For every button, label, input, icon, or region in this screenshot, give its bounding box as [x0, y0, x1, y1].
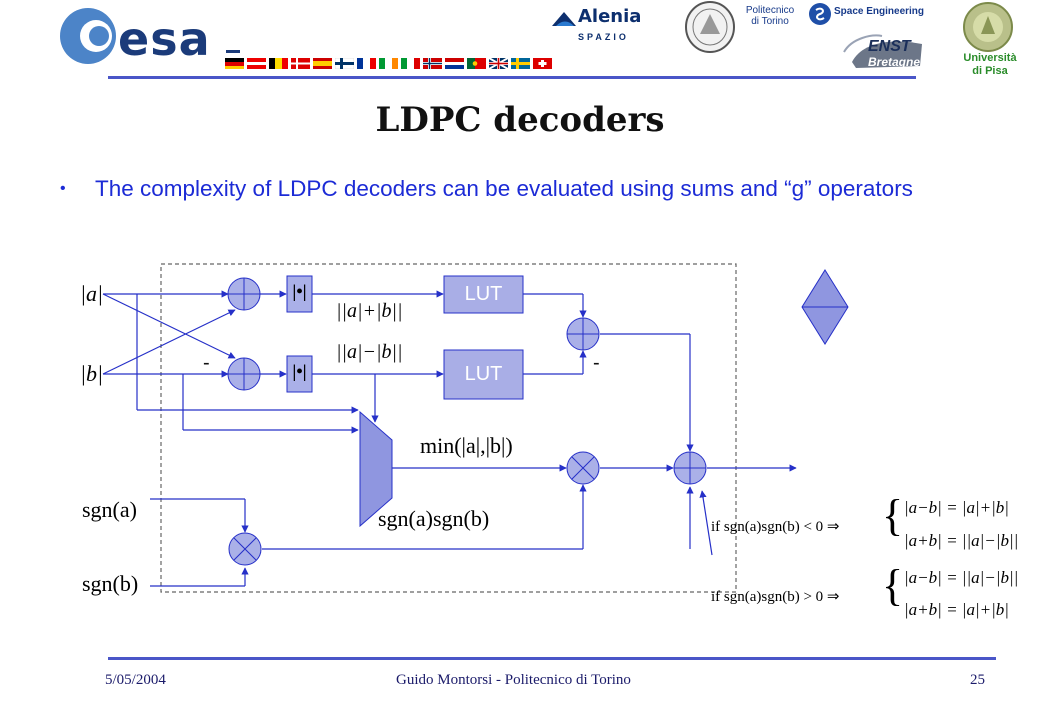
condition-positive-line-1: |a−b| = ||a|−|b|| [904, 568, 1019, 587]
flag-austria-icon [247, 58, 266, 69]
slide-title: LDPC decoders [375, 100, 665, 140]
multiplier-sign [228, 532, 262, 566]
dashed-boundary [160, 263, 737, 593]
lut-label-top: LUT [464, 283, 503, 305]
condition-positive-brace: { [882, 561, 904, 610]
footer-author: Guido Montorsi - Politecnico di Torino [396, 672, 631, 688]
esa-underline [226, 50, 240, 53]
label-abs-b: |b| [80, 361, 104, 386]
alenia-logo [552, 12, 576, 26]
member-flags [225, 58, 552, 70]
footer-divider [108, 657, 996, 660]
abs-label-bottom: |•| [292, 361, 307, 381]
flag-italy-icon [401, 58, 420, 69]
flag-ireland-icon [379, 58, 398, 69]
bullet-text: The complexity of LDPC decoders can be e… [95, 176, 913, 201]
adder-bottom [227, 357, 261, 391]
adder-lut [566, 317, 600, 351]
condition-positive-line-2: |a+b| = |a|+|b| [904, 600, 1009, 619]
footer-date: 5/05/2004 [105, 672, 166, 688]
label-abs-a: |a| [80, 281, 104, 306]
flag-uk-icon [489, 58, 508, 69]
adder-final [673, 451, 707, 485]
politecnico-seal-logo [685, 1, 735, 53]
flag-norway-icon [423, 58, 442, 69]
space-engineering-text: Space Engineering [834, 6, 925, 17]
alenia-logo-subtext: SPAZIO [578, 32, 629, 42]
condition-positive-lead: if sgn(a)sgn(b) > 0 ⇒ [711, 589, 840, 605]
label-sum-magnitude: ||a|+|b|| [336, 300, 403, 322]
header-divider [108, 76, 916, 79]
space-engineering-logo [809, 3, 831, 25]
condition-negative-brace: { [882, 491, 904, 540]
label-sgn-a: sgn(a) [82, 497, 137, 522]
label-sign-product: sgn(a)sgn(b) [378, 506, 490, 531]
minus-sign-lut: - [593, 352, 600, 374]
label-min: min(|a|,|b|) [420, 433, 513, 458]
lut-label-bottom: LUT [464, 363, 503, 385]
lut-block-top [443, 275, 524, 314]
footer-page-number: 25 [970, 672, 985, 688]
condition-negative-line-1: |a−b| = |a|+|b| [904, 498, 1009, 517]
flag-spain-icon [313, 58, 332, 69]
politecnico-logo-text: Politecnico di Torino [737, 5, 803, 27]
pisa-seal-logo [963, 2, 1013, 52]
esa-logo [60, 8, 116, 64]
minus-sign-adder: - [203, 352, 210, 374]
flag-netherlands-icon [445, 58, 464, 69]
flag-belgium-icon [269, 58, 288, 69]
abs-block-bottom [286, 355, 313, 393]
enst-logo-text: ENST [868, 38, 911, 55]
enst-logo [843, 34, 922, 68]
bullet-marker: • [60, 180, 66, 197]
pisa-line-2: di Pisa [972, 65, 1008, 77]
condition-negative-line-2: |a+b| = ||a|−|b|| [904, 531, 1019, 550]
abs-block-top [286, 275, 313, 313]
flag-sweden-icon [511, 58, 530, 69]
multiplier-magnitude [566, 451, 600, 485]
pisa-logo-text: Università di Pisa [950, 52, 1030, 78]
enst-logo-subtext: Bretagne [868, 55, 921, 69]
pisa-line-1: Università [963, 52, 1017, 64]
flag-germany-icon [225, 58, 244, 69]
adder-top [227, 277, 261, 311]
alenia-logo-text: Alenia [578, 6, 642, 27]
flag-switzerland-icon [533, 58, 552, 69]
flag-portugal-icon [467, 58, 486, 69]
lut-block-bottom [443, 349, 524, 400]
abs-label-top: |•| [292, 281, 307, 301]
esa-logo-text: esa [118, 12, 211, 66]
condition-negative-lead: if sgn(a)sgn(b) < 0 ⇒ [711, 519, 840, 535]
politecnico-line-2: di Torino [751, 16, 789, 27]
flag-finland-icon [335, 58, 354, 69]
flag-france-icon [357, 58, 376, 69]
politecnico-line-1: Politecnico [745, 5, 795, 16]
label-diff-magnitude: ||a|−|b|| [336, 341, 403, 363]
label-sgn-b: sgn(b) [82, 571, 139, 596]
flag-denmark-icon [291, 58, 310, 69]
mux-block [359, 410, 393, 528]
